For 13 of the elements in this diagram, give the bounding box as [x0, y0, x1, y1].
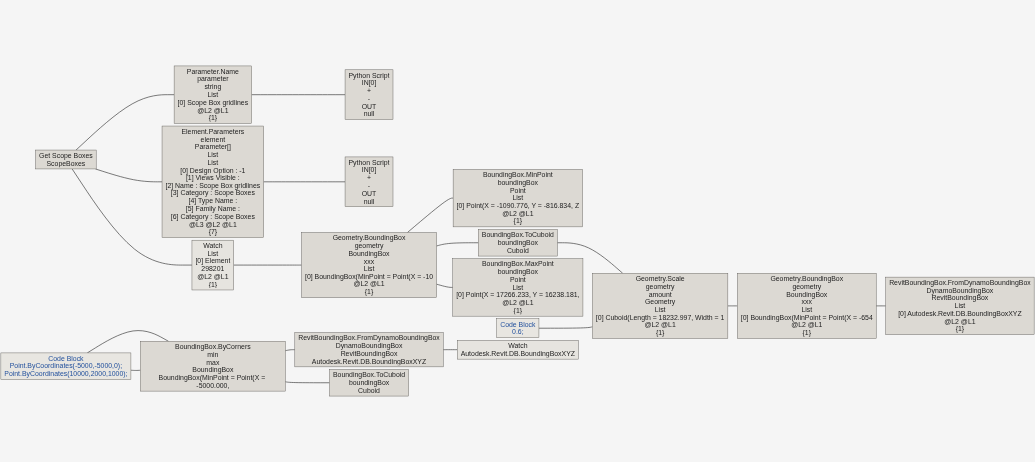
connector: [251, 94, 346, 95]
connector: [285, 381, 330, 384]
connector: [95, 168, 163, 183]
connector: [442, 349, 458, 350]
connector: [285, 349, 296, 352]
connector: [130, 369, 141, 371]
connector: [71, 168, 193, 266]
connector: [436, 283, 454, 288]
connector: [538, 326, 593, 329]
connector: [436, 242, 479, 247]
connector: [557, 242, 623, 274]
connector: [407, 197, 454, 233]
connector: [75, 94, 175, 151]
